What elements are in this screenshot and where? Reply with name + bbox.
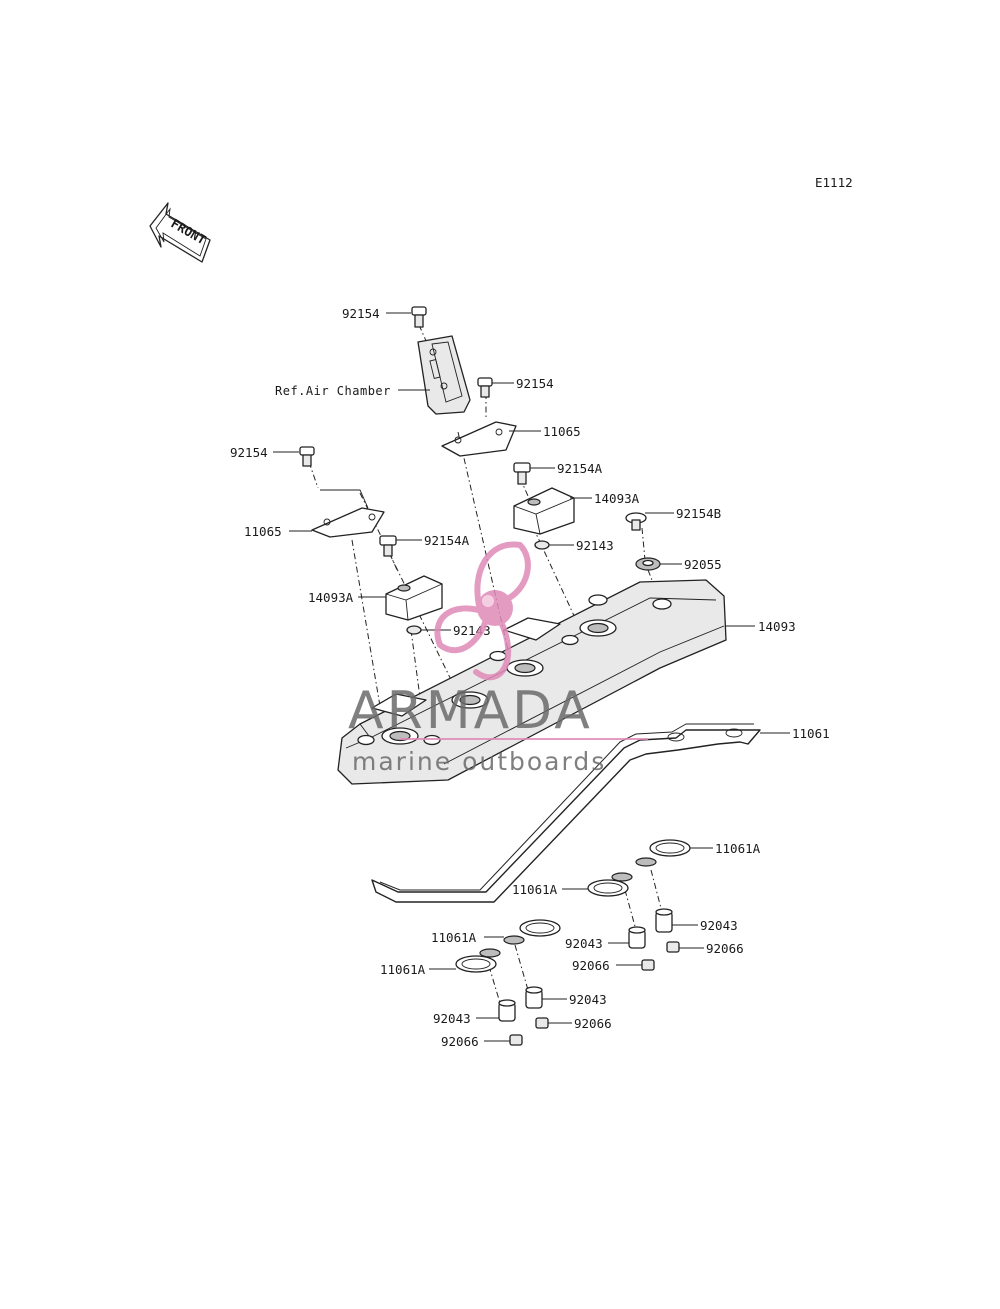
plate-11065-right xyxy=(441,421,517,457)
o-ring-group-lower xyxy=(455,919,561,973)
label-92066-a: 92066 xyxy=(706,941,744,956)
label-ref-air-chamber: Ref.Air Chamber xyxy=(275,384,391,398)
label-14093A-right: 14093A xyxy=(594,491,640,506)
label-92066-c: 92066 xyxy=(574,1016,612,1031)
dowel-group-lower xyxy=(498,986,549,1046)
label-11065-left: 11065 xyxy=(244,524,282,539)
label-11065-right: 11065 xyxy=(543,424,581,439)
bolt-92154A-left xyxy=(379,535,397,557)
label-11061A-b: 11061A xyxy=(512,882,558,897)
bolt-92154-mid xyxy=(477,377,493,398)
o-ring-group-upper xyxy=(587,839,691,897)
label-92066-b: 92066 xyxy=(572,958,610,973)
label-11061A-a: 11061A xyxy=(715,841,761,856)
cylinder-head-cover-14093 xyxy=(337,579,727,785)
washer-92143-right xyxy=(534,540,550,550)
washer-92143-left xyxy=(406,625,422,635)
label-92043-a: 92043 xyxy=(700,918,738,933)
bolt-92154-top xyxy=(411,306,427,328)
watermark: ARMADA marine outboards xyxy=(348,541,648,776)
block-14093A-right xyxy=(513,487,575,535)
leader-lines xyxy=(273,312,790,1042)
watermark-brand: ARMADA xyxy=(348,681,593,741)
dowel-group-upper xyxy=(628,908,680,971)
label-92055: 92055 xyxy=(684,557,722,572)
bolt-92154-left xyxy=(299,446,315,467)
front-arrow-icon: FRONT xyxy=(149,202,211,263)
label-11061A-c: 11061A xyxy=(431,930,477,945)
bolt-92154B xyxy=(625,512,647,531)
breather-box-left xyxy=(371,693,427,717)
grommet-92055 xyxy=(635,557,661,571)
label-92043-c: 92043 xyxy=(569,992,607,1007)
air-chamber-bracket xyxy=(417,335,471,415)
label-92154B: 92154B xyxy=(676,506,721,521)
mounting-bosses xyxy=(357,594,672,746)
diagram-code: E1112 xyxy=(815,175,853,190)
label-11061: 11061 xyxy=(792,726,830,741)
label-92043-d: 92043 xyxy=(433,1011,471,1026)
bolt-92154A-right xyxy=(513,462,531,485)
label-92154A-left: 92154A xyxy=(424,533,470,548)
label-92154A-right: 92154A xyxy=(557,461,603,476)
watermark-tagline: marine outboards xyxy=(352,747,606,776)
label-92154-top: 92154 xyxy=(342,306,380,321)
label-11061A-d: 11061A xyxy=(380,962,426,977)
label-92066-d: 92066 xyxy=(441,1034,479,1049)
label-92043-b: 92043 xyxy=(565,936,603,951)
label-14093A-left: 14093A xyxy=(308,590,354,605)
propeller-logo-icon xyxy=(434,541,531,681)
label-92154-left: 92154 xyxy=(230,445,268,460)
label-92143-right: 92143 xyxy=(576,538,614,553)
plate-11065-left xyxy=(311,489,385,538)
plug-hole-towers xyxy=(381,619,617,745)
label-14093: 14093 xyxy=(758,619,796,634)
part-labels: 92154 Ref.Air Chamber 92154 11065 92154 … xyxy=(230,306,830,1049)
label-92154-mid: 92154 xyxy=(516,376,554,391)
block-14093A-left xyxy=(385,575,443,621)
breather-box-right xyxy=(503,617,561,641)
